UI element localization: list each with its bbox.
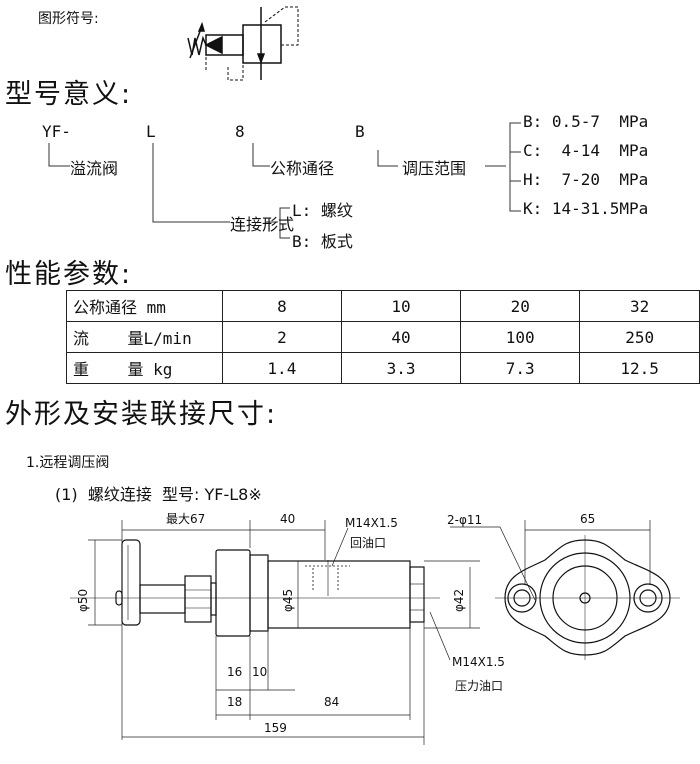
pressure-port-thread: M14X1.5	[452, 655, 505, 669]
cell: 7.3	[460, 352, 581, 384]
dim-40: 40	[280, 512, 295, 526]
row-label: 流 量L/min	[66, 321, 223, 353]
label-pressure-range: 调压范围	[402, 159, 467, 178]
cell: 2	[221, 321, 342, 353]
cell: 12.5	[579, 352, 700, 384]
label-connection: 连接形式	[230, 215, 295, 234]
table-row: 重 量 kg 1.4 3.3 7.3 12.5	[66, 352, 700, 384]
cell: 20	[460, 290, 581, 322]
dim-16: 16	[227, 665, 242, 679]
dim-phi45: φ45	[281, 589, 295, 612]
code-yf: YF-	[42, 122, 71, 141]
pressure-range-item: K: 14-31.5MPa	[523, 199, 649, 218]
code-size: 8	[235, 122, 245, 141]
pressure-port-label: 压力油口	[455, 679, 503, 693]
relief-valve-symbol	[187, 6, 299, 81]
return-port-label: 回油口	[350, 536, 386, 550]
pressure-range-item: H: 7-20 MPa	[523, 170, 649, 189]
model-tree-lines	[48, 122, 521, 239]
valve-side-view	[70, 539, 440, 637]
symbol-label: 图形符号:	[38, 11, 99, 27]
cell: 40	[340, 321, 462, 353]
dim-159: 159	[264, 721, 287, 735]
dim-holes: 2-φ11	[447, 513, 482, 527]
code-pressure: B	[355, 122, 365, 141]
dimension-lines	[88, 520, 651, 745]
pressure-range-item: B: 0.5-7 MPa	[523, 112, 649, 131]
performance-table: 公称通径 mm 8 10 20 32 流 量L/min 2 40 100 250…	[66, 290, 700, 384]
row-label: 公称通径 mm	[66, 290, 223, 322]
cell: 8	[221, 290, 342, 322]
subsection-title: (1) 螺纹连接 型号: YF-L8※	[55, 485, 262, 504]
pressure-range-item: C: 4-14 MPa	[523, 141, 649, 160]
dim-phi50: φ50	[76, 589, 90, 612]
cell: 32	[579, 290, 700, 322]
row-label: 重 量 kg	[66, 352, 223, 384]
dim-84: 84	[324, 695, 339, 709]
table-row: 流 量L/min 2 40 100 250	[66, 321, 700, 353]
dim-max67: 最大67	[166, 512, 205, 526]
section-title: 1.远程调压阀	[26, 455, 110, 471]
connection-option: B: 板式	[292, 232, 353, 251]
cell: 3.3	[340, 352, 462, 384]
cell: 250	[579, 321, 700, 353]
table-row: 公称通径 mm 8 10 20 32	[66, 290, 700, 322]
model-heading: 型号意义:	[5, 79, 133, 110]
code-l: L	[146, 122, 156, 141]
dim-10: 10	[252, 665, 267, 679]
dim-65: 65	[580, 512, 595, 526]
connection-option: L: 螺纹	[292, 201, 353, 220]
return-port-thread: M14X1.5	[345, 516, 398, 530]
cell: 1.4	[221, 352, 342, 384]
dim-18: 18	[227, 695, 242, 709]
dim-phi42: φ42	[452, 589, 466, 612]
dimensions-heading: 外形及安装联接尺寸:	[5, 399, 278, 430]
cell: 100	[460, 321, 581, 353]
performance-heading: 性能参数:	[5, 259, 133, 290]
label-nominal-size: 公称通径	[270, 159, 335, 178]
valve-end-view	[495, 535, 680, 660]
cell: 10	[340, 290, 462, 322]
label-relief-valve: 溢流阀	[70, 159, 119, 178]
